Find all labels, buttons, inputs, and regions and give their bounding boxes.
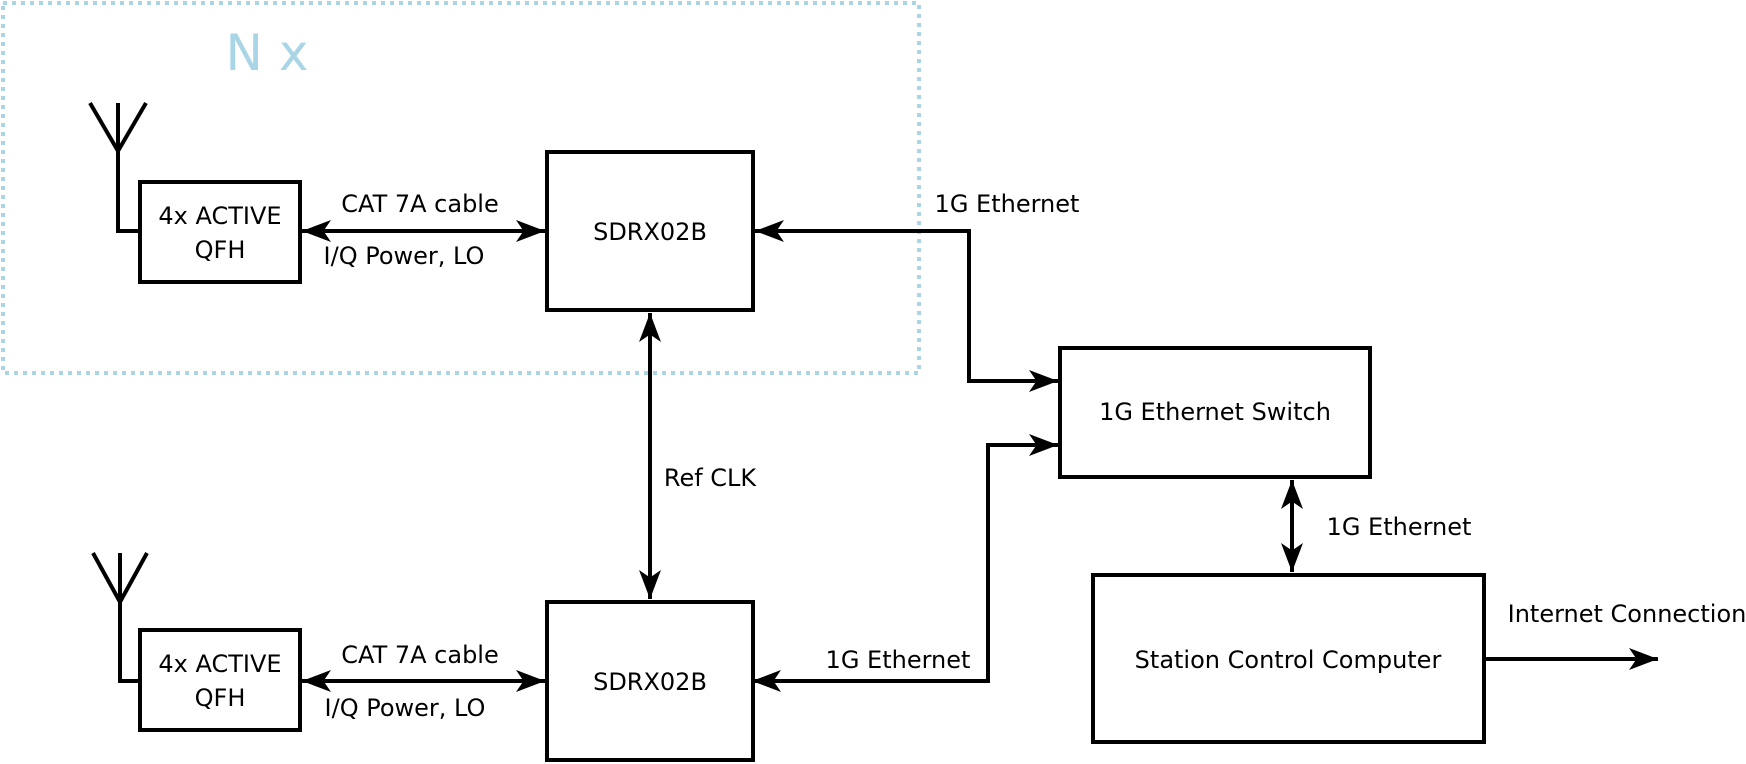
- station-computer-label: Station Control Computer: [1135, 646, 1442, 674]
- switch-computer-label: 1G Ethernet: [1327, 513, 1472, 541]
- station-computer-box: [1091, 573, 1486, 744]
- qfh-bottom-label-line2: QFH: [195, 684, 246, 712]
- sdrx-bottom-label: SDRX02B: [593, 668, 707, 696]
- ethernet-link-bottom: [752, 434, 1058, 692]
- ethernet-switch-label: 1G Ethernet Switch: [1099, 398, 1331, 426]
- antenna-icon: [88, 101, 148, 233]
- sdrx-receiver-box-top: [545, 150, 755, 312]
- cat7a-bottom-label-below: I/Q Power, LO: [325, 694, 486, 722]
- qfh-bottom-label-line1: 4x ACTIVE: [158, 650, 281, 678]
- internet-label: Internet Connection: [1508, 600, 1746, 628]
- ethernet-link-top: [755, 220, 1058, 392]
- qfh-top-label-line2: QFH: [195, 236, 246, 264]
- qfh-antenna-box-bottom: [138, 628, 302, 732]
- cat7a-top-label-above: CAT 7A cable: [341, 190, 499, 218]
- antenna-icon: [91, 552, 149, 683]
- ref-clk-label: Ref CLK: [664, 464, 758, 492]
- qfh-antenna-box-top: [138, 180, 302, 284]
- cat7a-bottom-label-above: CAT 7A cable: [341, 641, 499, 669]
- qfh-top-label-line1: 4x ACTIVE: [158, 202, 281, 230]
- ethernet-bottom-label: 1G Ethernet: [826, 646, 971, 674]
- cat7a-top-label-below: I/Q Power, LO: [324, 242, 485, 270]
- replicated-unit-group-box: [1, 1, 921, 375]
- ethernet-switch-box: [1058, 346, 1372, 479]
- sdrx-top-label: SDRX02B: [593, 218, 707, 246]
- group-multiplier-label: N x: [226, 24, 309, 82]
- ethernet-top-label: 1G Ethernet: [935, 190, 1080, 218]
